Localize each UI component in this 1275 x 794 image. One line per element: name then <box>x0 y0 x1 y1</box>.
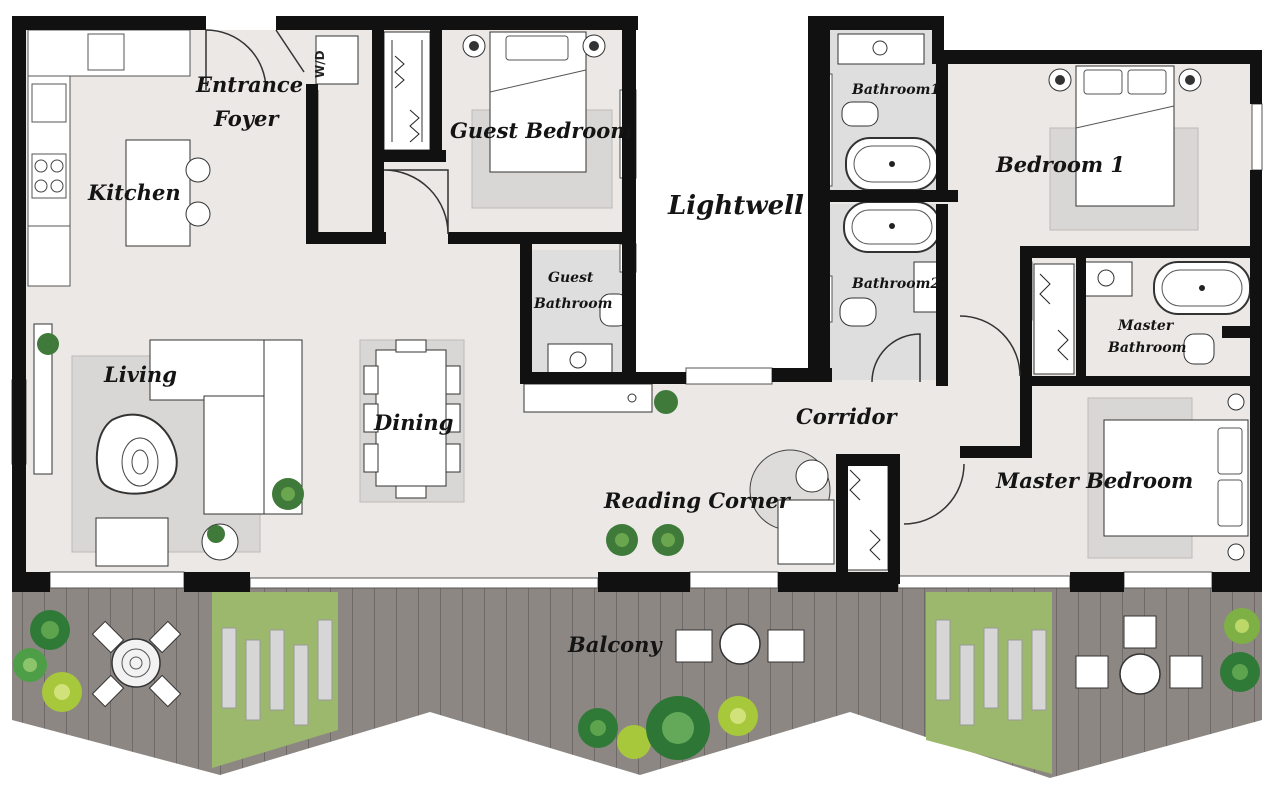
balcony-table-right <box>1075 615 1203 695</box>
label-living: Living <box>103 362 177 387</box>
foyer-fixtures <box>315 31 431 232</box>
master-bathroom-fixtures <box>1033 261 1251 375</box>
room-labels: Kitchen Entrance Foyer Guest Bedroom Lig… <box>87 50 1193 657</box>
coffee-table <box>95 413 178 495</box>
armchair <box>95 517 169 567</box>
balcony-table-center <box>675 623 805 665</box>
balcony-table-left <box>91 620 182 708</box>
label-master-bathroom-1: Master <box>1117 318 1175 334</box>
dining-fixtures <box>363 339 461 499</box>
label-guest-bathroom-2: Bathroom <box>533 296 612 312</box>
guest-bedroom-fixtures <box>462 31 606 173</box>
bedroom1-fixtures <box>1048 65 1202 207</box>
reading-corner-fixtures <box>523 383 835 565</box>
lightwell-void <box>636 20 820 376</box>
label-foyer: Foyer <box>213 106 280 131</box>
label-corridor: Corridor <box>796 404 899 429</box>
sofa-chaise <box>203 395 265 515</box>
guest-bathroom-fixtures <box>547 293 629 377</box>
master-bedroom-fixtures <box>841 393 1249 571</box>
label-reading-corner: Reading Corner <box>603 488 792 513</box>
stepping-stones-left <box>221 619 333 726</box>
balcony-shrubs <box>13 608 1260 760</box>
label-bathroom2: Bathroom2 <box>851 276 940 292</box>
label-entrance: Entrance <box>195 72 303 97</box>
tv-console <box>33 323 53 475</box>
label-balcony: Balcony <box>567 632 663 657</box>
kitchen-fixtures <box>27 29 211 287</box>
stepping-stones-right <box>935 619 1047 726</box>
label-washer-dryer: W/D <box>313 50 327 78</box>
label-guest-bathroom-1: Guest <box>548 270 594 286</box>
door-swings <box>205 29 1021 525</box>
indoor-plants <box>37 333 684 556</box>
walls <box>12 16 1262 592</box>
label-guest-bedroom: Guest Bedroom <box>450 118 633 143</box>
washer-dryer <box>315 35 359 85</box>
kitchen-island <box>125 139 191 247</box>
label-dining: Dining <box>373 410 453 435</box>
balcony-area <box>12 588 1262 778</box>
label-kitchen: Kitchen <box>87 180 181 205</box>
label-lightwell: Lightwell <box>667 191 804 221</box>
label-master-bathroom-2: Bathroom <box>1107 340 1186 356</box>
label-master-bedroom: Master Bedroom <box>995 468 1193 493</box>
label-bedroom1: Bedroom 1 <box>995 152 1125 177</box>
label-bathroom1: Bathroom1 <box>851 82 940 98</box>
